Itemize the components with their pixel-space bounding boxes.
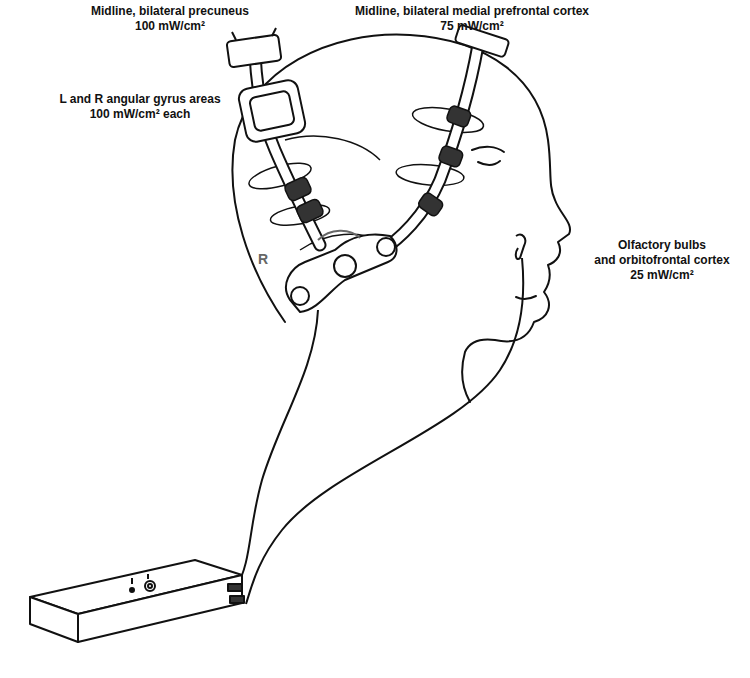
led-pad (226, 24, 509, 143)
controller-device (78, 575, 242, 642)
dose-label: 100 mW/cm² each (90, 107, 191, 122)
headset-hub (377, 238, 395, 256)
connector-block (283, 176, 312, 202)
wire-loop (285, 136, 380, 160)
cable (246, 258, 523, 604)
headset-hub (318, 231, 360, 240)
headset-band (255, 45, 478, 255)
cable (236, 310, 318, 588)
cable (516, 235, 525, 259)
controller-device (130, 588, 134, 592)
region-label: Midline, bilateral medial prefrontal cor… (355, 4, 589, 19)
controller-device (230, 596, 244, 603)
connector-block (417, 191, 445, 218)
region-label: L and R angular gyrus areas (59, 92, 220, 107)
headset-hub (286, 231, 397, 312)
connector-block (295, 198, 324, 224)
dose-label: 100 mW/cm² (135, 19, 205, 34)
headset-hub (291, 287, 309, 305)
dose-label: 75 mW/cm² (440, 19, 503, 34)
side-marker: R (258, 252, 268, 267)
region-label: Olfactory bulbs (618, 238, 706, 253)
head-outline (472, 147, 504, 152)
connector-block (438, 145, 464, 168)
led-pad (232, 28, 276, 40)
head-outline (516, 296, 536, 299)
headset-hub (286, 235, 397, 312)
dose-label: 25 mW/cm² (630, 268, 693, 283)
head-outline (232, 35, 570, 402)
controller-device (30, 560, 244, 642)
connector-block (283, 105, 472, 225)
cable (236, 235, 525, 604)
controller-device (228, 584, 242, 591)
controller-device (30, 597, 78, 642)
connector-block (446, 105, 472, 128)
wire-loop (411, 103, 486, 137)
headset-band (375, 45, 478, 255)
led-pad (249, 90, 295, 132)
region-label: and orbitofrontal cortex (594, 253, 729, 268)
controller-device (132, 574, 148, 584)
region-label: Midline, bilateral precuneus (91, 4, 249, 19)
headset-hub (334, 255, 356, 277)
head-outline (232, 35, 570, 402)
led-pad (237, 78, 307, 143)
head-outline (478, 161, 500, 165)
controller-device (145, 581, 155, 591)
controller-device (148, 584, 152, 588)
headset-band (375, 45, 478, 255)
